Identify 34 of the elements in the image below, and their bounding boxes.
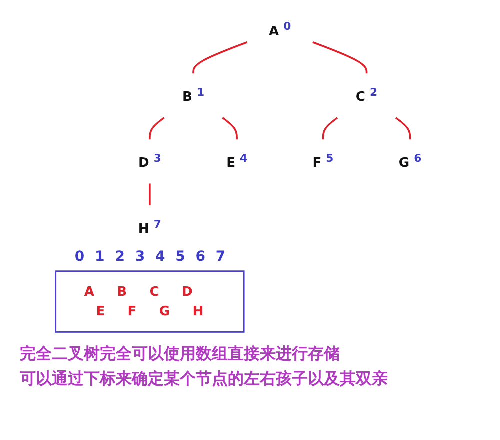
- index-number: 2: [115, 249, 125, 266]
- index-number: 1: [95, 249, 105, 266]
- node-label: 4: [240, 152, 248, 165]
- node-text: G: [399, 156, 410, 171]
- connector: [149, 184, 152, 206]
- index-number: 3: [135, 249, 146, 266]
- node-box: A B C D E F G H: [55, 270, 246, 333]
- index-number: 5: [176, 249, 186, 266]
- connector: [222, 117, 238, 140]
- node-text: B: [182, 90, 193, 105]
- node-label: 1: [197, 86, 205, 100]
- note-text: 可以通过下标来确定某个节点的左右孩子以及其双亲: [20, 369, 389, 390]
- node-label: 6: [414, 152, 422, 165]
- node-text: F: [313, 156, 322, 171]
- node-label: 2: [370, 86, 378, 100]
- connector: [396, 117, 412, 140]
- node-text: A: [269, 24, 280, 39]
- index-number: 4: [155, 249, 166, 266]
- index-number: 6: [196, 249, 206, 266]
- node-text: E: [226, 156, 236, 171]
- index-number: 0: [74, 249, 85, 266]
- node-text: C: [356, 90, 366, 105]
- node-label: 5: [326, 152, 334, 165]
- node-text: H: [138, 221, 150, 237]
- connector: [322, 117, 339, 140]
- node-text: D: [138, 156, 150, 171]
- connector: [192, 42, 248, 74]
- index-number: 7: [216, 249, 226, 266]
- connector: [149, 117, 166, 140]
- node-label: 7: [154, 218, 162, 231]
- connector: [313, 42, 368, 74]
- node-label: 0: [284, 20, 292, 34]
- node-label: 3: [154, 152, 162, 165]
- note-text: 完全二叉树完全可以使用数组直接来进行存储: [20, 344, 341, 365]
